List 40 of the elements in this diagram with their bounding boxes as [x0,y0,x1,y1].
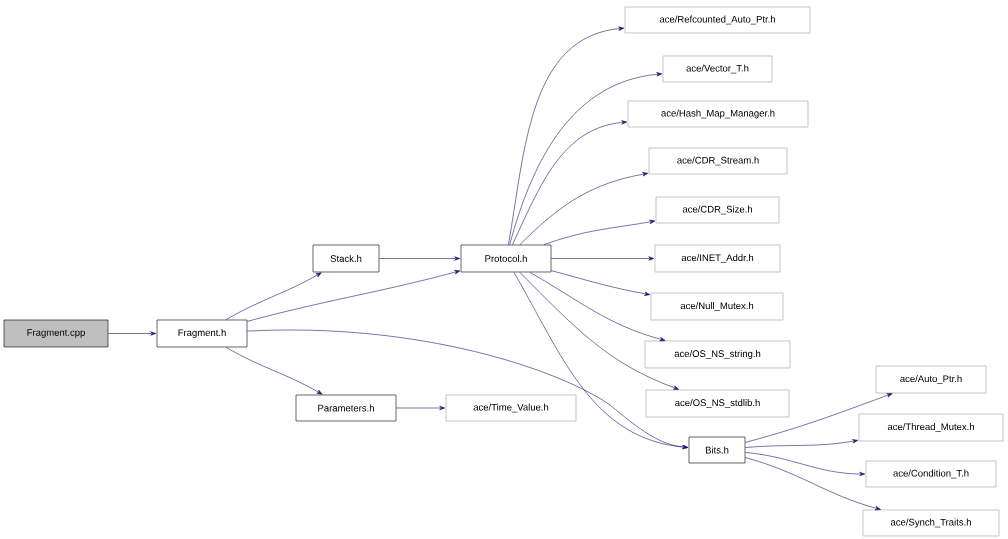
arrow [551,270,651,296]
arrow [512,120,628,245]
file-box: ace/CDR_Stream.h [648,147,788,175]
file-box: ace/INET_Addr.h [654,244,781,273]
arrow [225,347,323,395]
arrow [543,219,656,245]
arrow [108,331,157,336]
arrow [745,393,893,443]
arrow [379,256,461,261]
file-box: Fragment.cpp [3,319,109,348]
file-box: ace/Synch_Traits.h [862,509,1000,537]
arrow [529,272,666,342]
arrow [508,26,625,245]
file-box: ace/Thread_Mutex.h [858,413,1004,442]
file-box: ace/Refcounted_Auto_Ptr.h [624,6,811,34]
file-box: ace/OS_NS_string.h [644,340,791,369]
arrow [247,270,461,322]
file-box: ace/Null_Mutex.h [650,292,784,321]
arrow [513,272,689,450]
file-box: ace/Time_Value.h [445,394,577,422]
file-box: ace/Vector_T.h [662,55,773,83]
file-box: Fragment.h [156,319,248,348]
arrow [745,457,881,511]
arrow [519,172,649,245]
file-box: Parameters.h [295,394,397,422]
file-box: Bits.h [688,436,746,464]
arrow [551,256,655,261]
file-box: ace/CDR_Size.h [655,196,780,224]
arrow [745,439,859,448]
file-box: ace/Hash_Map_Manager.h [627,100,809,128]
arrow [225,272,322,320]
file-box: ace/OS_NS_stdlib.h [645,389,790,418]
arrow [745,452,866,477]
file-box: Protocol.h [460,244,552,273]
file-box: ace/Auto_Ptr.h [875,365,987,394]
arrow [396,405,446,411]
file-box: ace/Condition_T.h [865,460,997,488]
arrow [519,272,680,390]
arrow [509,72,663,245]
file-box: Stack.h [312,244,380,273]
